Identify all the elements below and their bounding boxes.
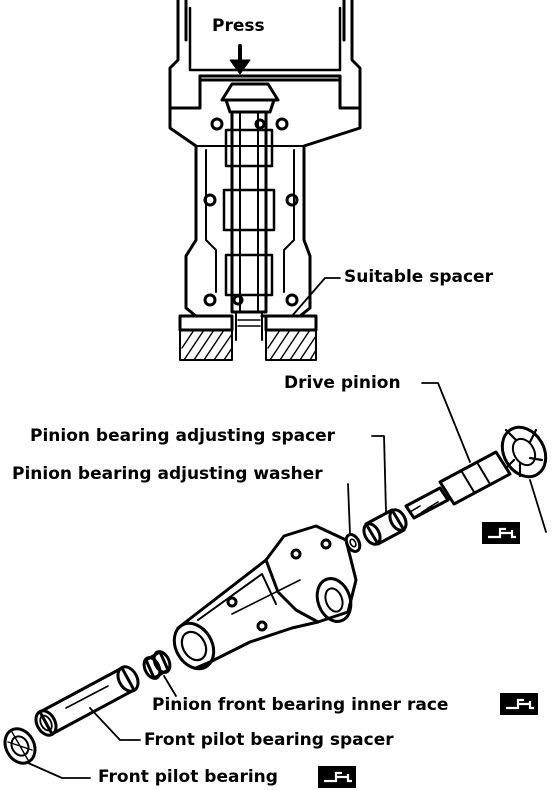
differential-housing: [172, 524, 358, 671]
front-pilot-bearing-part: [3, 727, 91, 779]
pilot-bearing-spacer-part: [34, 665, 141, 741]
pinion-bearing-adjusting-washer-label: Pinion bearing adjusting washer: [12, 464, 323, 484]
pinion-front-bearing-inner-race-label: Pinion front bearing inner race: [152, 695, 449, 715]
drive-pinion-label: Drive pinion: [284, 373, 401, 393]
drive-pinion-part: [404, 382, 548, 533]
grease-gun-icon: [482, 522, 520, 544]
press-label: Press: [212, 16, 265, 36]
suitable-spacer-label: Suitable spacer: [344, 267, 493, 287]
front-pilot-bearing-label: Front pilot bearing: [98, 767, 278, 787]
grease-gun-icon: [318, 766, 356, 788]
front-bearing-inner-race-part: [142, 650, 177, 697]
grease-gun-icon: [500, 693, 538, 715]
press-assembly: [168, 0, 362, 361]
pinion-bearing-adjusting-spacer-label: Pinion bearing adjusting spacer: [30, 426, 336, 446]
front-pilot-bearing-spacer-label: Front pilot bearing spacer: [144, 730, 394, 750]
adjusting-spacer-part: [362, 435, 408, 546]
